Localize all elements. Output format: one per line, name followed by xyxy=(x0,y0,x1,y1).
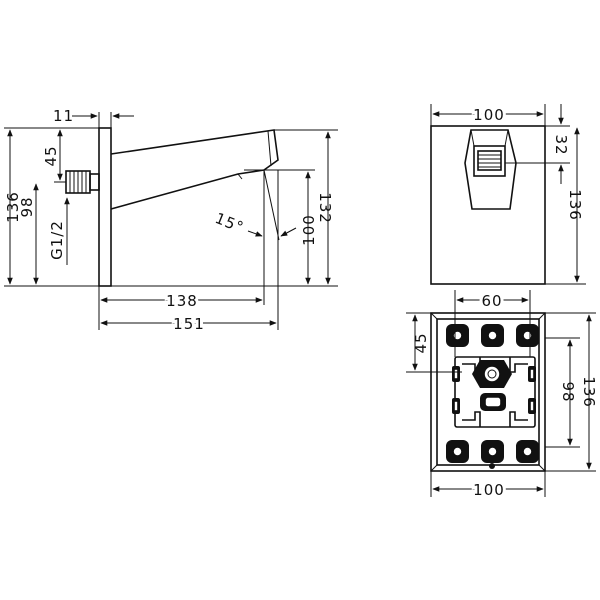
dim-angle: 15° xyxy=(213,209,247,237)
hose-connector xyxy=(65,170,100,194)
wall-plate xyxy=(98,127,112,287)
dim-thread: G1/2 xyxy=(48,220,66,260)
dim-outlet-height: 100 xyxy=(300,214,318,246)
dim-spout-height: 132 xyxy=(316,192,334,224)
dim-wall-thickness: 11 xyxy=(53,107,74,125)
dim-bracket-width: 60 xyxy=(481,292,502,310)
back-plate-inner xyxy=(436,318,540,466)
mounting-holes-top xyxy=(446,324,539,347)
dim-front-height: 136 xyxy=(566,189,584,221)
dim-back-height: 136 xyxy=(580,376,598,408)
spout-nozzle xyxy=(464,129,517,210)
dim-top-offset: 45 xyxy=(42,145,60,166)
back-plate-outer xyxy=(430,312,546,472)
front-plate xyxy=(430,125,546,285)
dim-mount-height: 98 xyxy=(559,381,577,402)
dim-height-total: 136 xyxy=(4,191,22,223)
dim-projection-outlet: 138 xyxy=(166,292,198,310)
mounting-holes-bottom xyxy=(446,440,539,463)
dim-connector-height: 98 xyxy=(18,196,36,217)
dim-back-top-offset: 45 xyxy=(412,332,430,353)
hex-nut xyxy=(472,360,512,388)
side-view: 11 136 45 98 G1/2 15° 100 132 xyxy=(4,107,338,336)
dim-back-width: 100 xyxy=(473,481,505,499)
dim-projection-total: 151 xyxy=(173,315,205,333)
front-view: 100 32 136 xyxy=(430,103,586,285)
drain-slot xyxy=(480,393,506,411)
back-view: 60 45 98 136 100 xyxy=(406,289,598,502)
dim-nozzle-height: 32 xyxy=(552,134,570,155)
dim-front-width: 100 xyxy=(473,106,505,124)
